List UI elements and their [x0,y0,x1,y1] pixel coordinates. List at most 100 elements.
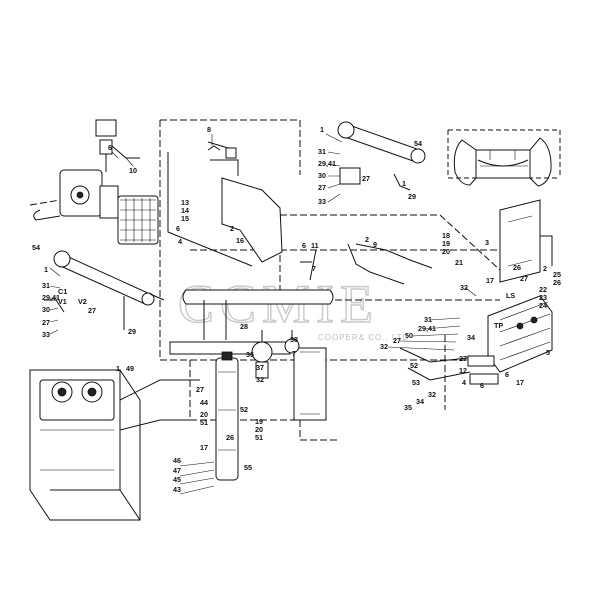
callout-5: 5 [546,348,550,357]
callout-10: 10 [129,166,137,175]
callout-13: 13 [181,198,189,207]
callout-46: 46 [173,456,181,465]
callout-34d: 32 [256,375,264,384]
callout-49: 50 [405,331,413,340]
callout-15: 15 [181,214,189,223]
callout-55: 55 [244,463,252,472]
lift-cylinder-top [337,121,426,185]
valve-port-v2: V2 [78,297,87,306]
callout-52: 52 [410,361,418,370]
callout-31a: 29,41 [318,159,336,168]
callout-16: 16 [236,236,244,245]
callout-18: 18 [442,231,450,240]
callout-30b: 29 [128,327,136,336]
callout-53: 53 [412,378,420,387]
callout-19b: 19 [255,417,263,426]
callout-36b: 34 [416,397,424,406]
callout-1a: 1 [320,125,324,134]
callout-6c: 6 [302,241,306,250]
callout-47: 47 [173,466,181,475]
watermark: CCMIE COOPER& CO., LTD [177,273,409,342]
callout-21: 21 [455,258,463,267]
callout-6a: 6 [108,143,112,152]
callout-29e: 27 [393,336,401,345]
callout-50a: 51 [200,418,208,427]
callout-40: 38 [290,335,298,344]
callout-29c: 27 [42,318,50,327]
callout-33c: 31 [424,315,432,324]
callout-4: 4 [178,237,182,246]
callout-26: 26 [553,278,561,287]
callout-34b: 32 [380,342,388,351]
callout-43: 44 [200,398,208,407]
callout-32a: 30 [318,171,326,180]
callout-20a: 20 [442,247,450,256]
callout-27b: 26 [226,433,234,442]
callout-2b: 2 [365,235,369,244]
callout-38: 36 [246,350,254,359]
callout-2a: 2 [230,224,234,233]
callout-35a: 33 [318,197,326,206]
callout-50b: 51 [255,433,263,442]
valve-port-v1: V1 [58,297,67,306]
callout-54b: 54 [32,243,40,252]
callout-7b: 7 [292,349,296,358]
callout-14: 14 [181,206,189,215]
callout-4b: 4 [462,378,466,387]
callout-23: 23 [539,293,547,302]
callout-29f: 27 [459,354,467,363]
leader-lines [49,133,477,495]
callout-1d: 1 [116,364,120,373]
callout-29g: 27 [196,385,204,394]
callout-44: 43 [173,485,181,494]
mounting-bracket [167,141,283,267]
callout-11: 11 [311,241,319,250]
hose-lines [44,145,471,381]
callout-36a: 34 [467,333,475,342]
callout-29-41: 28 [240,322,248,331]
valve-port-tp: TP [494,321,503,330]
callout-54a: 54 [414,139,422,148]
callout-33b: 31 [42,281,50,290]
side-plate [499,199,553,283]
filter-assembly [251,330,300,379]
callout-48: 49 [126,364,134,373]
callout-3: 3 [485,238,489,247]
watermark-subtitle: COOPER& CO., LTD [318,333,409,342]
callout-25: 25 [553,270,561,279]
callout-8a: 8 [207,125,211,134]
callout-27: 26 [513,263,521,272]
callout-6e: 6 [480,381,484,390]
callout-31b: 29,41 [42,293,60,302]
callout-35b: 33 [42,330,50,339]
callout-17c: 17 [200,443,208,452]
callout-28: 27 [520,274,528,283]
accumulator-55 [215,351,239,481]
callout-34c: 32 [428,390,436,399]
callout-29d: 27 [88,306,96,315]
callout-1b: 1 [402,179,406,188]
valve-port-ls: LS [506,291,515,300]
callout-34a: 32 [460,283,468,292]
callout-20c: 20 [255,425,263,434]
callout-17a: 17 [486,276,494,285]
chassis-frame-view [447,129,561,187]
callout-32b: 30 [42,305,50,314]
callout-6b: 6 [176,224,180,233]
hydraulic-pump-assembly [33,119,159,245]
callout-20b: 20 [200,410,208,419]
control-valve [467,295,553,385]
callout-29b: 27 [362,174,370,183]
callout-30a: 29 [408,192,416,201]
callout-19a: 19 [442,239,450,248]
callout-24: 24 [539,301,547,310]
callout-6d: 6 [505,370,509,379]
callout-22: 22 [539,285,547,294]
callout-33a: 31 [318,147,326,156]
callout-17b: 17 [516,378,524,387]
callout-7a: 7 [312,264,316,273]
callout-51: 52 [240,405,248,414]
callout-9: 9 [373,240,377,249]
